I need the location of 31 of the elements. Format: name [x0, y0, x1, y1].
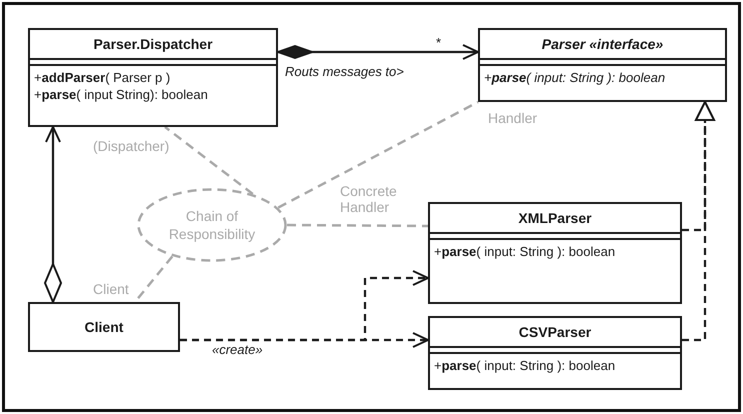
class-box — [28, 28, 278, 127]
class-name: Parser «interface» — [480, 30, 725, 60]
method-signature: +parse( input: String ): boolean — [484, 69, 666, 86]
class-box — [28, 302, 180, 352]
edge-label: Concrete Handler — [340, 183, 398, 215]
class-name: Client — [84, 319, 124, 335]
method-signature: +addParser( Parser p ) — [34, 69, 170, 86]
pattern-name: Chain of Responsibility — [168, 207, 256, 243]
class-box — [428, 202, 682, 304]
edge-label: Handler — [488, 110, 538, 126]
class-name: Parser.Dispatcher — [30, 30, 276, 60]
edge-label: (Dispatcher) — [93, 138, 170, 154]
method-signature: +parse( input String): boolean — [34, 86, 208, 103]
dashed-ellipse — [137, 188, 287, 262]
class-box — [428, 316, 682, 390]
edge-label: «create» — [212, 342, 263, 358]
class-name: CSVParser — [430, 318, 680, 348]
multiplicity-label: * — [436, 35, 442, 51]
method-signature: +parse( input: String ): boolean — [434, 357, 616, 374]
dashed-line — [287, 224, 428, 228]
class-box — [478, 28, 727, 102]
association-arrow — [44, 126, 62, 303]
dashed-line — [278, 100, 479, 209]
dependency-arrow — [682, 101, 715, 342]
association-arrow — [277, 44, 479, 60]
edge-label: Routs messages to> — [285, 64, 404, 80]
dependency-arrow — [180, 332, 429, 348]
edge-label: Client — [93, 281, 129, 297]
dashed-line — [164, 126, 254, 195]
method-signature: +parse( input: String ): boolean — [434, 243, 616, 260]
class-name: XMLParser — [430, 204, 680, 234]
